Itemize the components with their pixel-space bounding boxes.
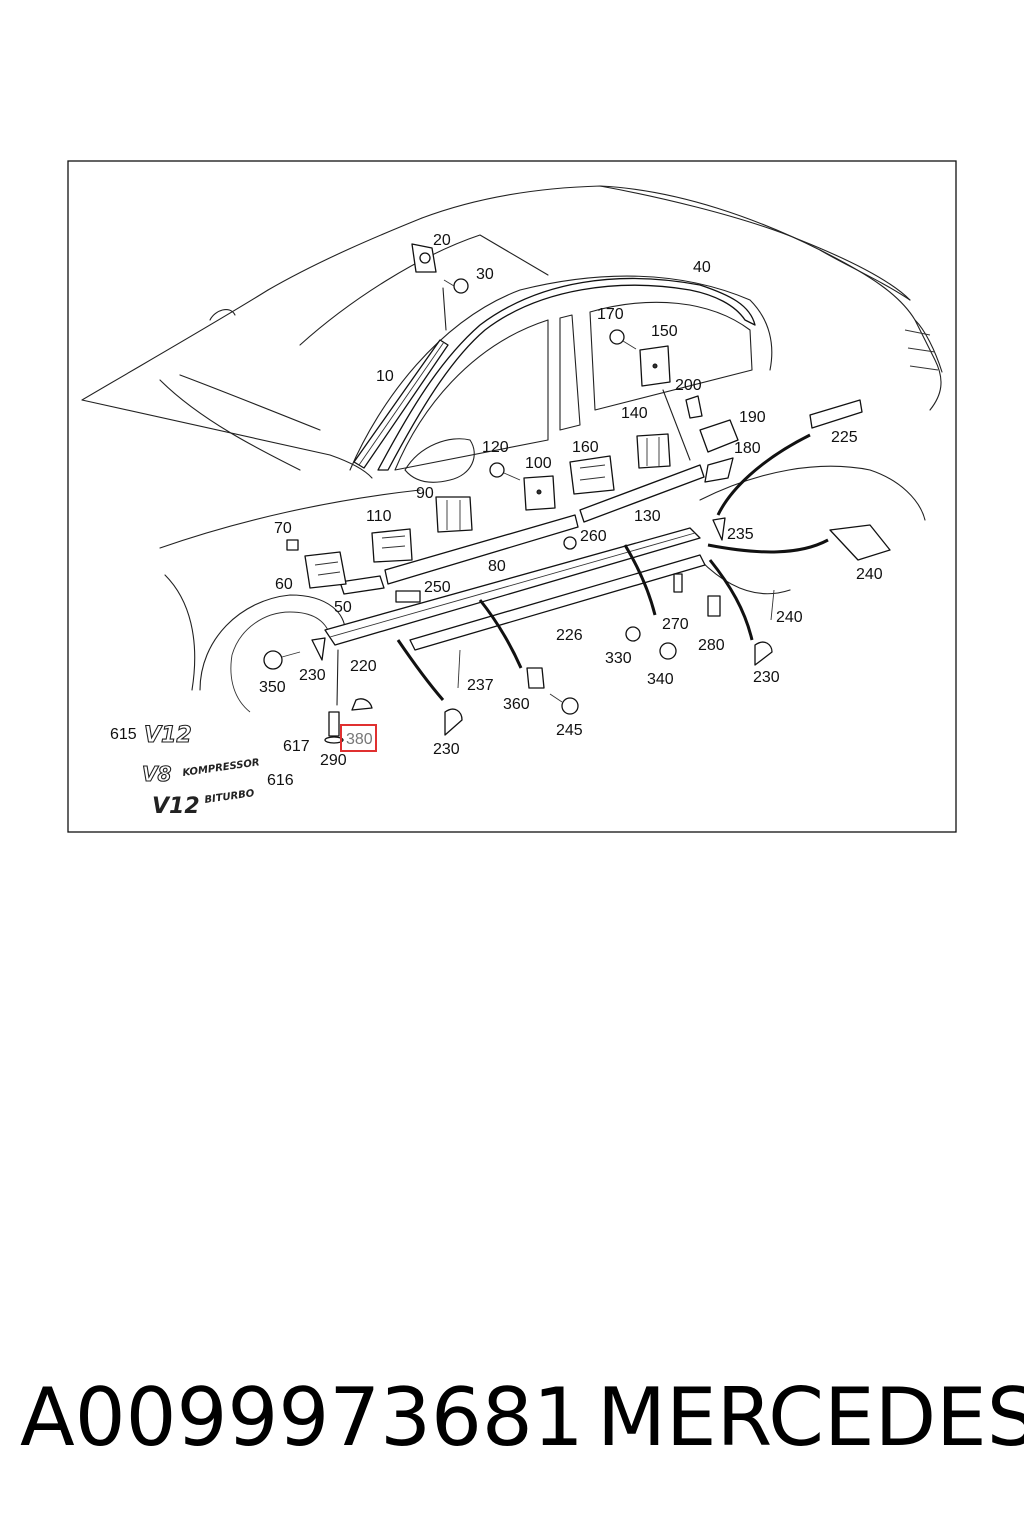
callout-label: 140 (621, 405, 648, 422)
callout-label: 200 (675, 377, 702, 394)
callout-label: 120 (482, 439, 509, 456)
callout-label: 225 (831, 429, 858, 446)
badge-kompressor: KOMPRESSOR (182, 757, 260, 779)
callout-label: 130 (634, 508, 661, 525)
callout-label: 230 (753, 669, 780, 686)
callout-label: 30 (476, 266, 494, 283)
callout-label: 235 (727, 526, 754, 543)
callout-label: 100 (525, 455, 552, 472)
callout-label: 180 (734, 440, 761, 457)
callout-label: 240 (776, 609, 803, 626)
callout-label: 260 (580, 528, 607, 545)
callout-label: 220 (350, 658, 377, 675)
callout-label: 70 (274, 520, 292, 537)
highlighted-callout-label: 380 (346, 731, 373, 748)
callout-label: 237 (467, 677, 494, 694)
callout-label: 340 (647, 671, 674, 688)
callout-label: 245 (556, 722, 583, 739)
callout-label: 270 (662, 616, 689, 633)
model-badges: 615 V12 617 V8 KOMPRESSOR 616 V12 BITURB… (110, 722, 310, 819)
callout-label: 160 (572, 439, 599, 456)
callout-label: 80 (488, 558, 506, 575)
roof-trim (377, 277, 756, 471)
callout-label: 50 (334, 599, 352, 616)
badge-number: 616 (267, 772, 294, 789)
leader-lines (336, 433, 829, 706)
sill-panel (324, 527, 701, 646)
exploded-parts (263, 243, 891, 744)
callout-label: 330 (605, 650, 632, 667)
callout-label: 10 (376, 368, 394, 385)
callout-label: 230 (433, 741, 460, 758)
badge-number: 615 (110, 726, 137, 743)
callout-label: 90 (416, 485, 434, 502)
part-number-caption: A0099973681 (20, 1371, 584, 1464)
callout-label: 170 (597, 306, 624, 323)
door-molding-rear (579, 464, 705, 523)
callout-label: 240 (856, 566, 883, 583)
callout-label: 40 (693, 259, 711, 276)
callout-labels: 10 20 30 40 50 60 70 80 90 100 110 120 1… (259, 232, 883, 769)
callout-label: 226 (556, 627, 583, 644)
callout-label: 350 (259, 679, 286, 696)
highlighted-callout: 380 (340, 724, 377, 752)
badge-v12: V12 (144, 723, 192, 748)
callout-label: 150 (651, 323, 678, 340)
callout-label: 110 (366, 508, 392, 525)
callout-label: 250 (424, 579, 451, 596)
callout-label: 230 (299, 667, 326, 684)
callout-label: 190 (739, 409, 766, 426)
badge-number: 617 (283, 738, 310, 755)
badge-v12-biturbo: V12 (152, 794, 200, 819)
callout-label: 280 (698, 637, 725, 654)
car-outline (81, 185, 943, 713)
callout-label: 60 (275, 576, 293, 593)
callout-label: 20 (433, 232, 451, 249)
door-molding-front (384, 514, 579, 585)
callout-label: 360 (503, 696, 530, 713)
callout-label: 290 (320, 752, 347, 769)
badge-biturbo: BITURBO (204, 788, 256, 806)
diagram-frame (67, 160, 957, 833)
brand-caption: MERCEDES (597, 1371, 1024, 1464)
badge-v8: V8 (142, 762, 171, 786)
highlight-box (340, 724, 377, 752)
